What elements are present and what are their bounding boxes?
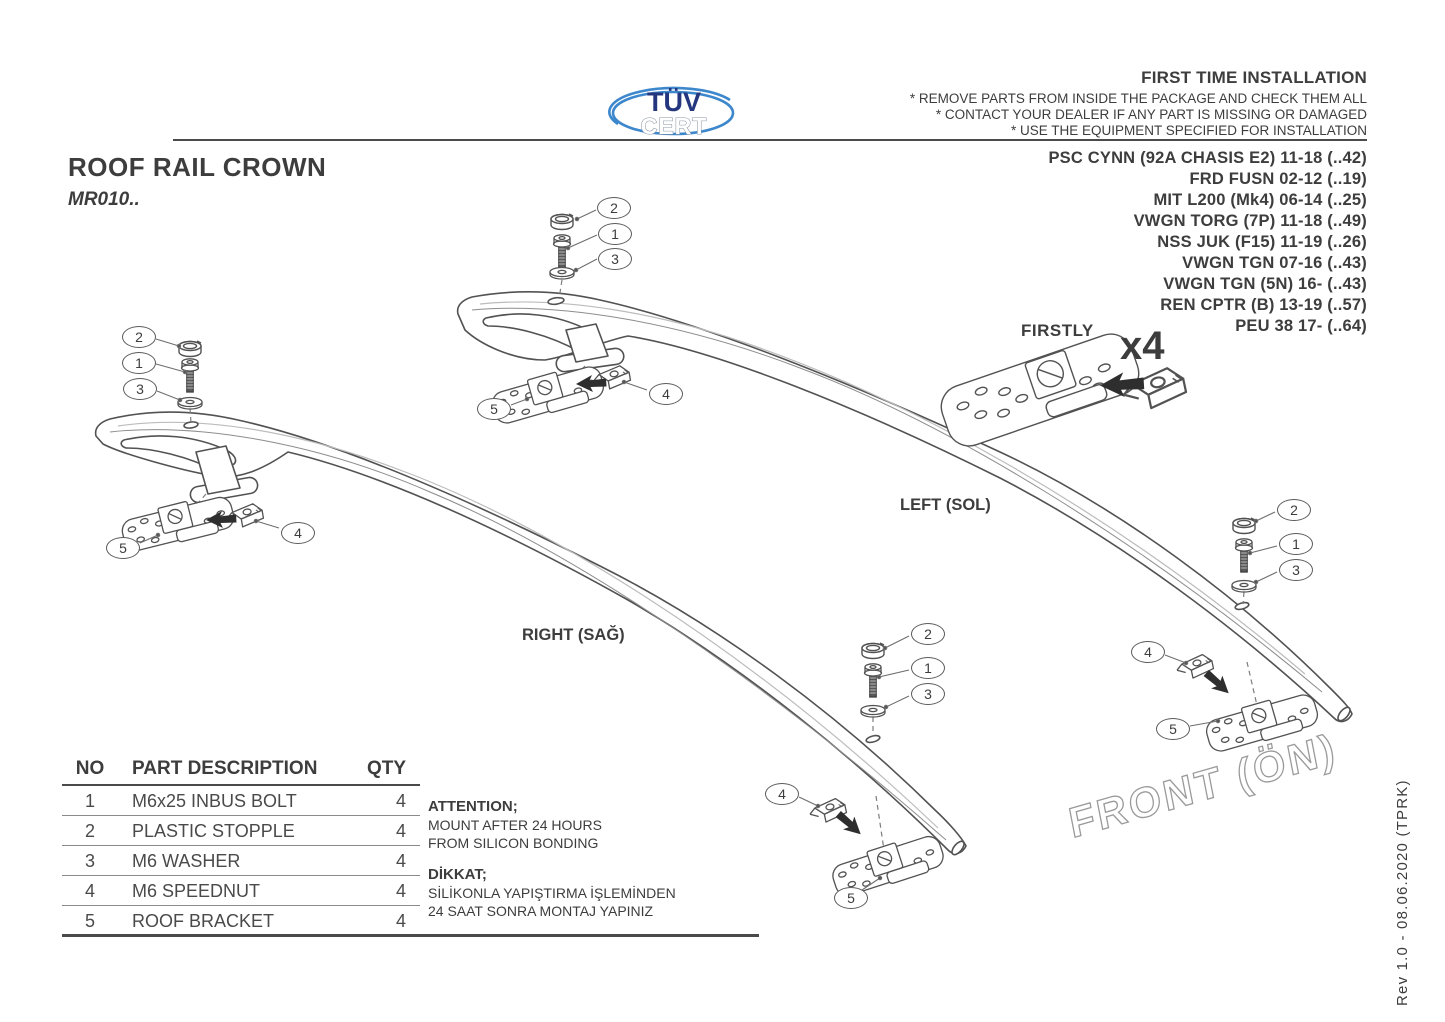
note-line: * REMOVE PARTS FROM INSIDE THE PACKAGE A… xyxy=(909,91,1367,106)
attention-title-en: ATTENTION; xyxy=(428,798,518,815)
firstly-label: FIRSTLY xyxy=(1021,321,1094,340)
table-row: 5 ROOF BRACKET 4 xyxy=(62,906,420,936)
vehicle-compatibility-list: PSC CYNN (92A CHASIS E2) 11-18 (..42) FR… xyxy=(1048,148,1367,337)
part-qty: 4 xyxy=(395,911,406,931)
callout-2: 2 xyxy=(122,326,156,348)
callout-4: 4 xyxy=(281,522,315,544)
washer-a xyxy=(549,266,575,280)
bolt-d xyxy=(863,663,883,698)
left-rail-drawing xyxy=(456,290,1353,723)
callout-2: 2 xyxy=(1277,499,1311,521)
part-desc: ROOF BRACKET xyxy=(132,911,275,931)
col-desc: PART DESCRIPTION xyxy=(132,758,318,779)
bottom-divider xyxy=(62,934,759,937)
vehicle-item: VWGN TGN 07-16 (..43) xyxy=(1182,254,1367,272)
vehicle-item: VWGN TORG (7P) 11-18 (..49) xyxy=(1133,212,1367,230)
attention-block: ATTENTION; MOUNT AFTER 24 HOURS FROM SIL… xyxy=(428,798,728,920)
left-rail-label: LEFT (SOL) xyxy=(900,496,991,514)
leader-lines xyxy=(139,209,1278,891)
roof-bracket-a xyxy=(488,359,608,429)
first-time-installation-title: FIRST TIME INSTALLATION xyxy=(1141,68,1367,87)
washer-c xyxy=(1231,579,1257,593)
part-desc: M6 SPEEDNUT xyxy=(132,881,261,901)
attention-line: FROM SILICON BONDING xyxy=(428,835,599,851)
attention-line: 24 SAAT SONRA MONTAJ YAPINIZ xyxy=(428,903,654,919)
revision-text: Rev 1.0 - 08.06.2020 (TPRK) xyxy=(1394,779,1411,1006)
stopple-b xyxy=(178,340,202,358)
part-no: 5 xyxy=(84,911,95,931)
callout-1: 1 xyxy=(1279,533,1313,555)
vehicle-item: MIT L200 (Mk4) 06-14 (..25) xyxy=(1153,191,1367,209)
part-no: 1 xyxy=(84,791,95,811)
part-qty: 4 xyxy=(395,791,406,811)
vehicle-item: PEU 38 17- (..64) xyxy=(1235,317,1367,335)
note-line: * CONTACT YOUR DEALER IF ANY PART IS MIS… xyxy=(935,107,1367,122)
cert-text: CERT xyxy=(641,113,708,139)
parts-table: NO PART DESCRIPTION QTY 1 M6x25 INBUS BO… xyxy=(62,758,420,936)
product-code: MR010.. xyxy=(68,189,140,210)
callout-1: 1 xyxy=(911,657,945,679)
callout-5: 5 xyxy=(477,398,511,420)
part-no: 4 xyxy=(84,881,95,901)
callout-5: 5 xyxy=(1156,718,1190,740)
parts-table-header: NO PART DESCRIPTION QTY xyxy=(62,758,420,786)
firstly-bracket xyxy=(940,333,1140,447)
part-desc: M6 WASHER xyxy=(132,851,241,871)
callout-5: 5 xyxy=(834,887,868,909)
attention-title-tr: DİKKAT; xyxy=(428,866,487,883)
part-qty: 4 xyxy=(395,851,406,871)
table-row: 4 M6 SPEEDNUT 4 xyxy=(62,876,420,906)
callout-5: 5 xyxy=(106,537,140,559)
callout-3: 3 xyxy=(911,683,945,705)
callout-4: 4 xyxy=(1131,641,1165,663)
stopple-a xyxy=(550,213,574,231)
stopple-d xyxy=(861,642,885,660)
callout-4: 4 xyxy=(765,783,799,805)
col-qty: QTY xyxy=(366,758,406,779)
col-no: NO xyxy=(75,758,105,779)
installation-notes: * REMOVE PARTS FROM INSIDE THE PACKAGE A… xyxy=(910,91,1367,139)
stopple-c xyxy=(1232,517,1256,535)
tuv-cert-logo: TÜV CERT xyxy=(608,86,735,140)
part-no: 2 xyxy=(84,821,95,841)
vehicle-item: VWGN TGN (5N) 16- (..43) xyxy=(1163,275,1367,293)
attention-line: MOUNT AFTER 24 HOURS xyxy=(428,817,602,833)
washer-d xyxy=(860,704,886,718)
part-desc: M6x25 INBUS BOLT xyxy=(132,791,297,811)
multiplier-label: x4 xyxy=(1120,324,1165,368)
tuv-text: TÜV xyxy=(647,87,701,117)
part-qty: 4 xyxy=(395,881,406,901)
part-no: 3 xyxy=(84,851,95,871)
note-line: * USE THE EQUIPMENT SPECIFIED FOR INSTAL… xyxy=(1010,123,1367,138)
bolt-b xyxy=(180,358,200,393)
callout-3: 3 xyxy=(598,248,632,270)
callout-2: 2 xyxy=(911,623,945,645)
right-rail-label: RIGHT (SAĞ) xyxy=(522,626,625,644)
header-divider xyxy=(173,139,1367,141)
callout-1: 1 xyxy=(598,223,632,245)
callout-3: 3 xyxy=(1279,559,1313,581)
attention-line: SİLİKONLA YAPIŞTIRMA İŞLEMİNDEN xyxy=(428,885,676,901)
vehicle-item: NSS JUK (F15) 11-19 (..26) xyxy=(1157,233,1367,251)
vehicle-item: FRD FUSN 02-12 (..19) xyxy=(1189,170,1367,188)
bolt-a xyxy=(552,234,572,269)
callout-2: 2 xyxy=(597,197,631,219)
vehicle-item: PSC CYNN (92A CHASIS E2) 11-18 (..42) xyxy=(1048,149,1367,167)
table-row: 2 PLASTIC STOPPLE 4 xyxy=(62,816,420,846)
table-row: 1 M6x25 INBUS BOLT 4 xyxy=(62,786,420,816)
callout-4: 4 xyxy=(649,383,683,405)
table-row: 3 M6 WASHER 4 xyxy=(62,846,420,876)
callout-1: 1 xyxy=(122,352,156,374)
callout-3: 3 xyxy=(123,378,157,400)
page-title: ROOF RAIL CROWN xyxy=(68,152,327,182)
part-desc: PLASTIC STOPPLE xyxy=(132,821,295,841)
vehicle-item: REN CPTR (B) 13-19 (..57) xyxy=(1160,296,1367,314)
part-qty: 4 xyxy=(395,821,406,841)
right-rail-drawing xyxy=(94,411,967,856)
bolt-c xyxy=(1234,538,1254,573)
